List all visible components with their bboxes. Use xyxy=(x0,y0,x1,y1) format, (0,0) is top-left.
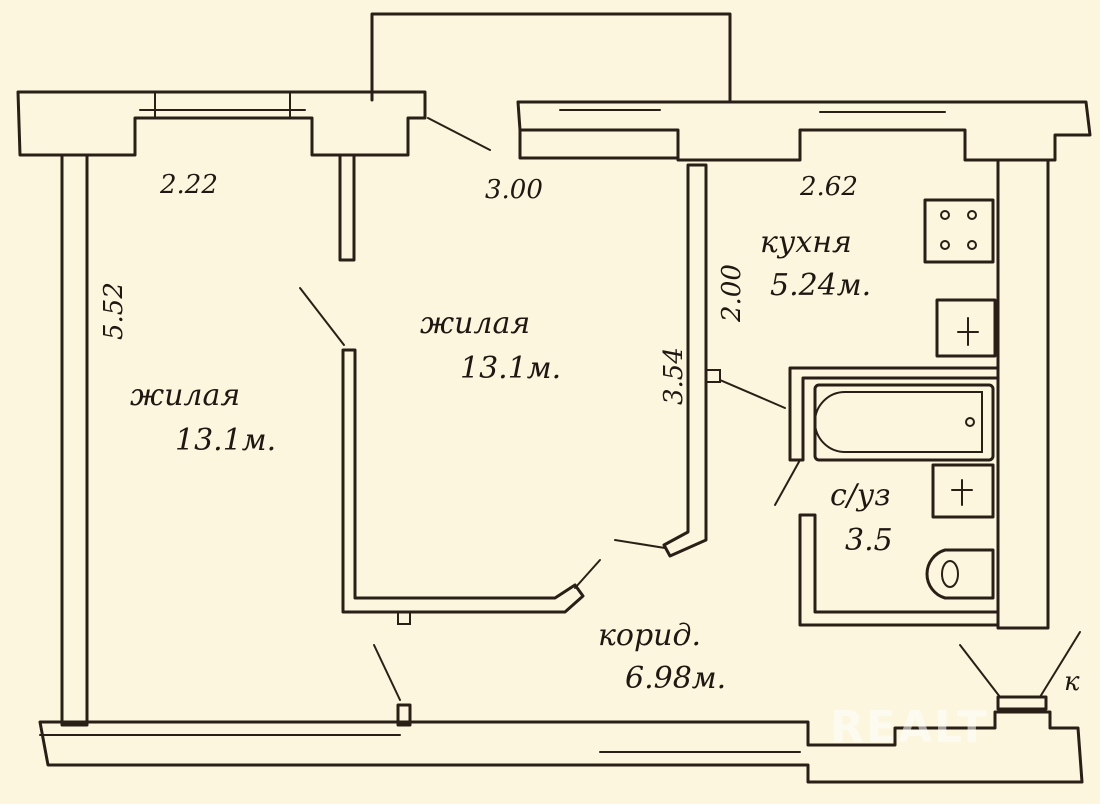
living-center-label: жилая xyxy=(420,306,530,341)
center-right-wall xyxy=(614,163,708,558)
kitchen-area: 5.24м. xyxy=(770,268,871,303)
kitchen-door xyxy=(705,369,786,409)
living-center-area: 13.1м. xyxy=(460,351,561,386)
dimension-left-depth: 5.52 xyxy=(99,282,129,340)
balcony xyxy=(370,12,732,102)
watermark-logo: REALT xyxy=(830,702,989,753)
bathroom-sink-icon xyxy=(931,463,995,519)
bathtub-icon xyxy=(813,383,995,462)
dimension-kitchen-depth: 2.00 xyxy=(717,264,747,323)
living-left-label: жилая xyxy=(130,378,240,413)
partition-stub xyxy=(338,153,356,262)
balcony-door-swing xyxy=(427,117,491,151)
entrance-door xyxy=(959,631,1081,711)
corridor-door-swing xyxy=(373,644,412,727)
toilet-icon xyxy=(925,548,995,600)
dimension-center-depth: 3.54 xyxy=(659,347,689,405)
center-room-wall xyxy=(341,348,601,625)
kitchen-sink-icon xyxy=(935,298,997,358)
pantry-mark: к xyxy=(1064,667,1080,697)
bathroom-walls xyxy=(788,366,1000,627)
kitchen-label: кухня xyxy=(760,225,852,260)
dimension-kitchen-width: 2.62 xyxy=(799,172,858,202)
dimension-center-width: 3.00 xyxy=(485,175,543,205)
corridor-area: 6.98м. xyxy=(625,661,726,696)
bathroom-label: с/уз xyxy=(830,478,891,513)
top-wall-right xyxy=(516,100,1092,162)
left-room-door-swing xyxy=(299,287,345,346)
living-left-area: 13.1м. xyxy=(175,423,276,458)
stove-icon xyxy=(923,198,995,264)
bottom-wall xyxy=(38,710,1084,784)
riser-shaft xyxy=(996,158,1050,630)
top-wall-left xyxy=(16,90,427,157)
corridor-label: корид. xyxy=(598,618,701,653)
bathroom-area: 3.5 xyxy=(845,523,893,558)
bathroom-door-swing xyxy=(774,459,801,506)
left-wall xyxy=(60,153,89,727)
dimension-left-width: 2.22 xyxy=(159,170,218,200)
